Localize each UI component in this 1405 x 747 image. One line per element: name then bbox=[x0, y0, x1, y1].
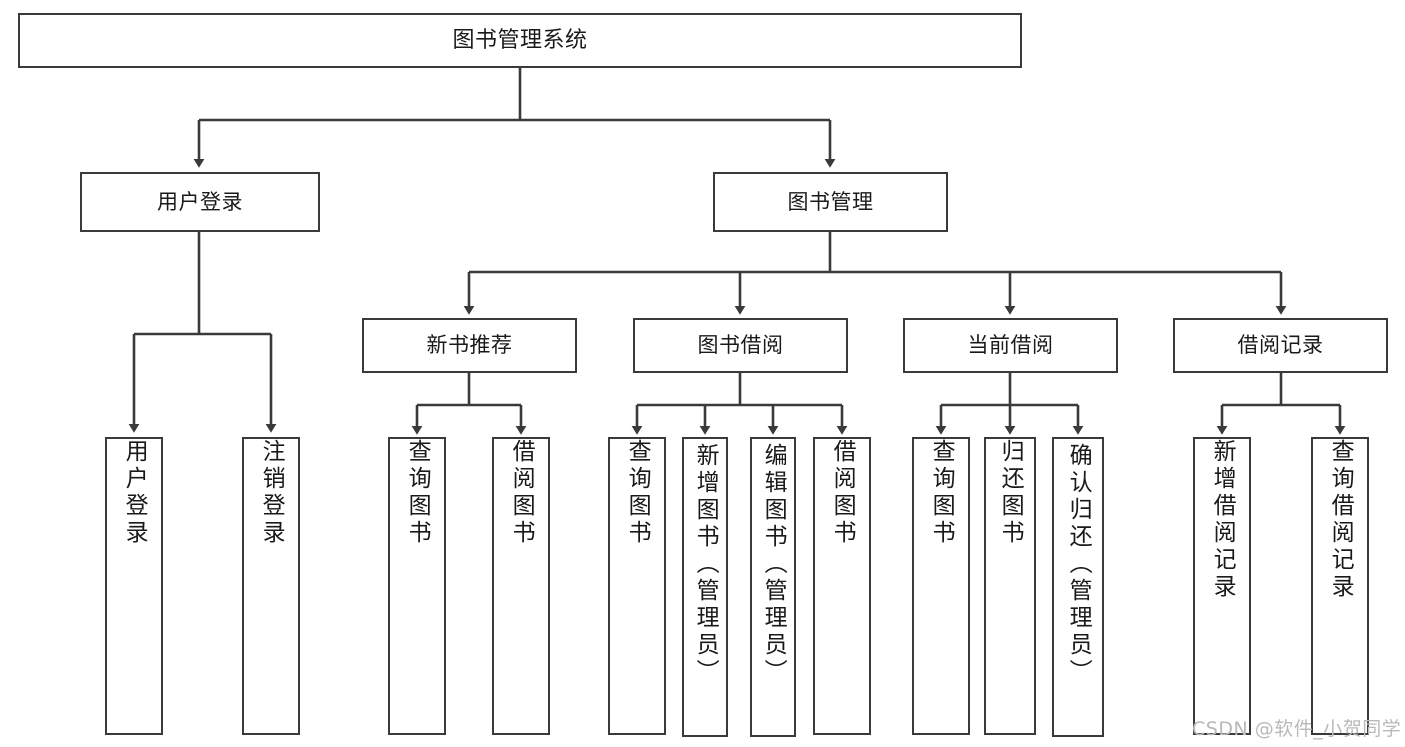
node-leaf-borrow-book-2-label: 借阅图书 bbox=[829, 439, 856, 547]
node-borrow-record[interactable]: 借阅记录 bbox=[1173, 318, 1388, 373]
node-root-label: 图书管理系统 bbox=[452, 27, 588, 53]
node-leaf-query-book-2[interactable]: 查询图书 bbox=[608, 437, 666, 735]
node-leaf-return-book[interactable]: 归还图书 bbox=[984, 437, 1036, 735]
node-leaf-query-book-3[interactable]: 查询图书 bbox=[912, 437, 970, 735]
node-leaf-query-record-label: 查询借阅记录 bbox=[1327, 439, 1354, 601]
node-new-book-recommend-label: 新书推荐 bbox=[426, 333, 513, 358]
node-leaf-query-book-1-label: 查询图书 bbox=[404, 439, 431, 547]
node-leaf-user-logout[interactable]: 注销登录 bbox=[242, 437, 300, 735]
node-leaf-add-record-label: 新增借阅记录 bbox=[1209, 439, 1236, 601]
node-leaf-return-book-label: 归还图书 bbox=[997, 439, 1024, 547]
watermark: CSDN @软件_小贺同学 bbox=[1192, 718, 1402, 740]
node-leaf-user-logout-label: 注销登录 bbox=[258, 439, 285, 547]
node-leaf-borrow-book-1[interactable]: 借阅图书 bbox=[492, 437, 550, 735]
node-book-manage-label: 图书管理 bbox=[787, 189, 874, 214]
node-borrow-record-label: 借阅记录 bbox=[1237, 333, 1324, 358]
node-leaf-borrow-book-1-label: 借阅图书 bbox=[508, 439, 535, 547]
node-user-login[interactable]: 用户登录 bbox=[80, 172, 320, 232]
node-new-book-recommend[interactable]: 新书推荐 bbox=[362, 318, 577, 373]
node-leaf-query-book-2-label: 查询图书 bbox=[624, 439, 651, 547]
node-leaf-add-book[interactable]: 新增图书（管理员） bbox=[682, 437, 728, 737]
node-leaf-confirm-return-label: 确认归还（管理员） bbox=[1065, 443, 1092, 686]
node-current-borrow-label: 当前借阅 bbox=[967, 333, 1054, 358]
node-leaf-edit-book[interactable]: 编辑图书（管理员） bbox=[750, 437, 796, 737]
node-current-borrow[interactable]: 当前借阅 bbox=[903, 318, 1118, 373]
node-leaf-query-book-3-label: 查询图书 bbox=[928, 439, 955, 547]
node-leaf-edit-book-label: 编辑图书（管理员） bbox=[760, 443, 787, 686]
node-leaf-query-book-1[interactable]: 查询图书 bbox=[388, 437, 446, 735]
node-book-manage[interactable]: 图书管理 bbox=[713, 172, 948, 232]
node-leaf-add-record[interactable]: 新增借阅记录 bbox=[1193, 437, 1251, 735]
node-user-login-label: 用户登录 bbox=[157, 189, 243, 214]
node-leaf-add-book-label: 新增图书（管理员） bbox=[692, 443, 719, 686]
node-leaf-user-login-label: 用户登录 bbox=[121, 439, 148, 547]
node-leaf-query-record[interactable]: 查询借阅记录 bbox=[1311, 437, 1369, 735]
node-leaf-borrow-book-2[interactable]: 借阅图书 bbox=[813, 437, 871, 735]
node-leaf-confirm-return[interactable]: 确认归还（管理员） bbox=[1052, 437, 1104, 737]
node-book-borrow-label: 图书借阅 bbox=[697, 333, 784, 358]
node-root[interactable]: 图书管理系统 bbox=[18, 13, 1022, 68]
node-book-borrow[interactable]: 图书借阅 bbox=[633, 318, 848, 373]
node-leaf-user-login[interactable]: 用户登录 bbox=[105, 437, 163, 735]
